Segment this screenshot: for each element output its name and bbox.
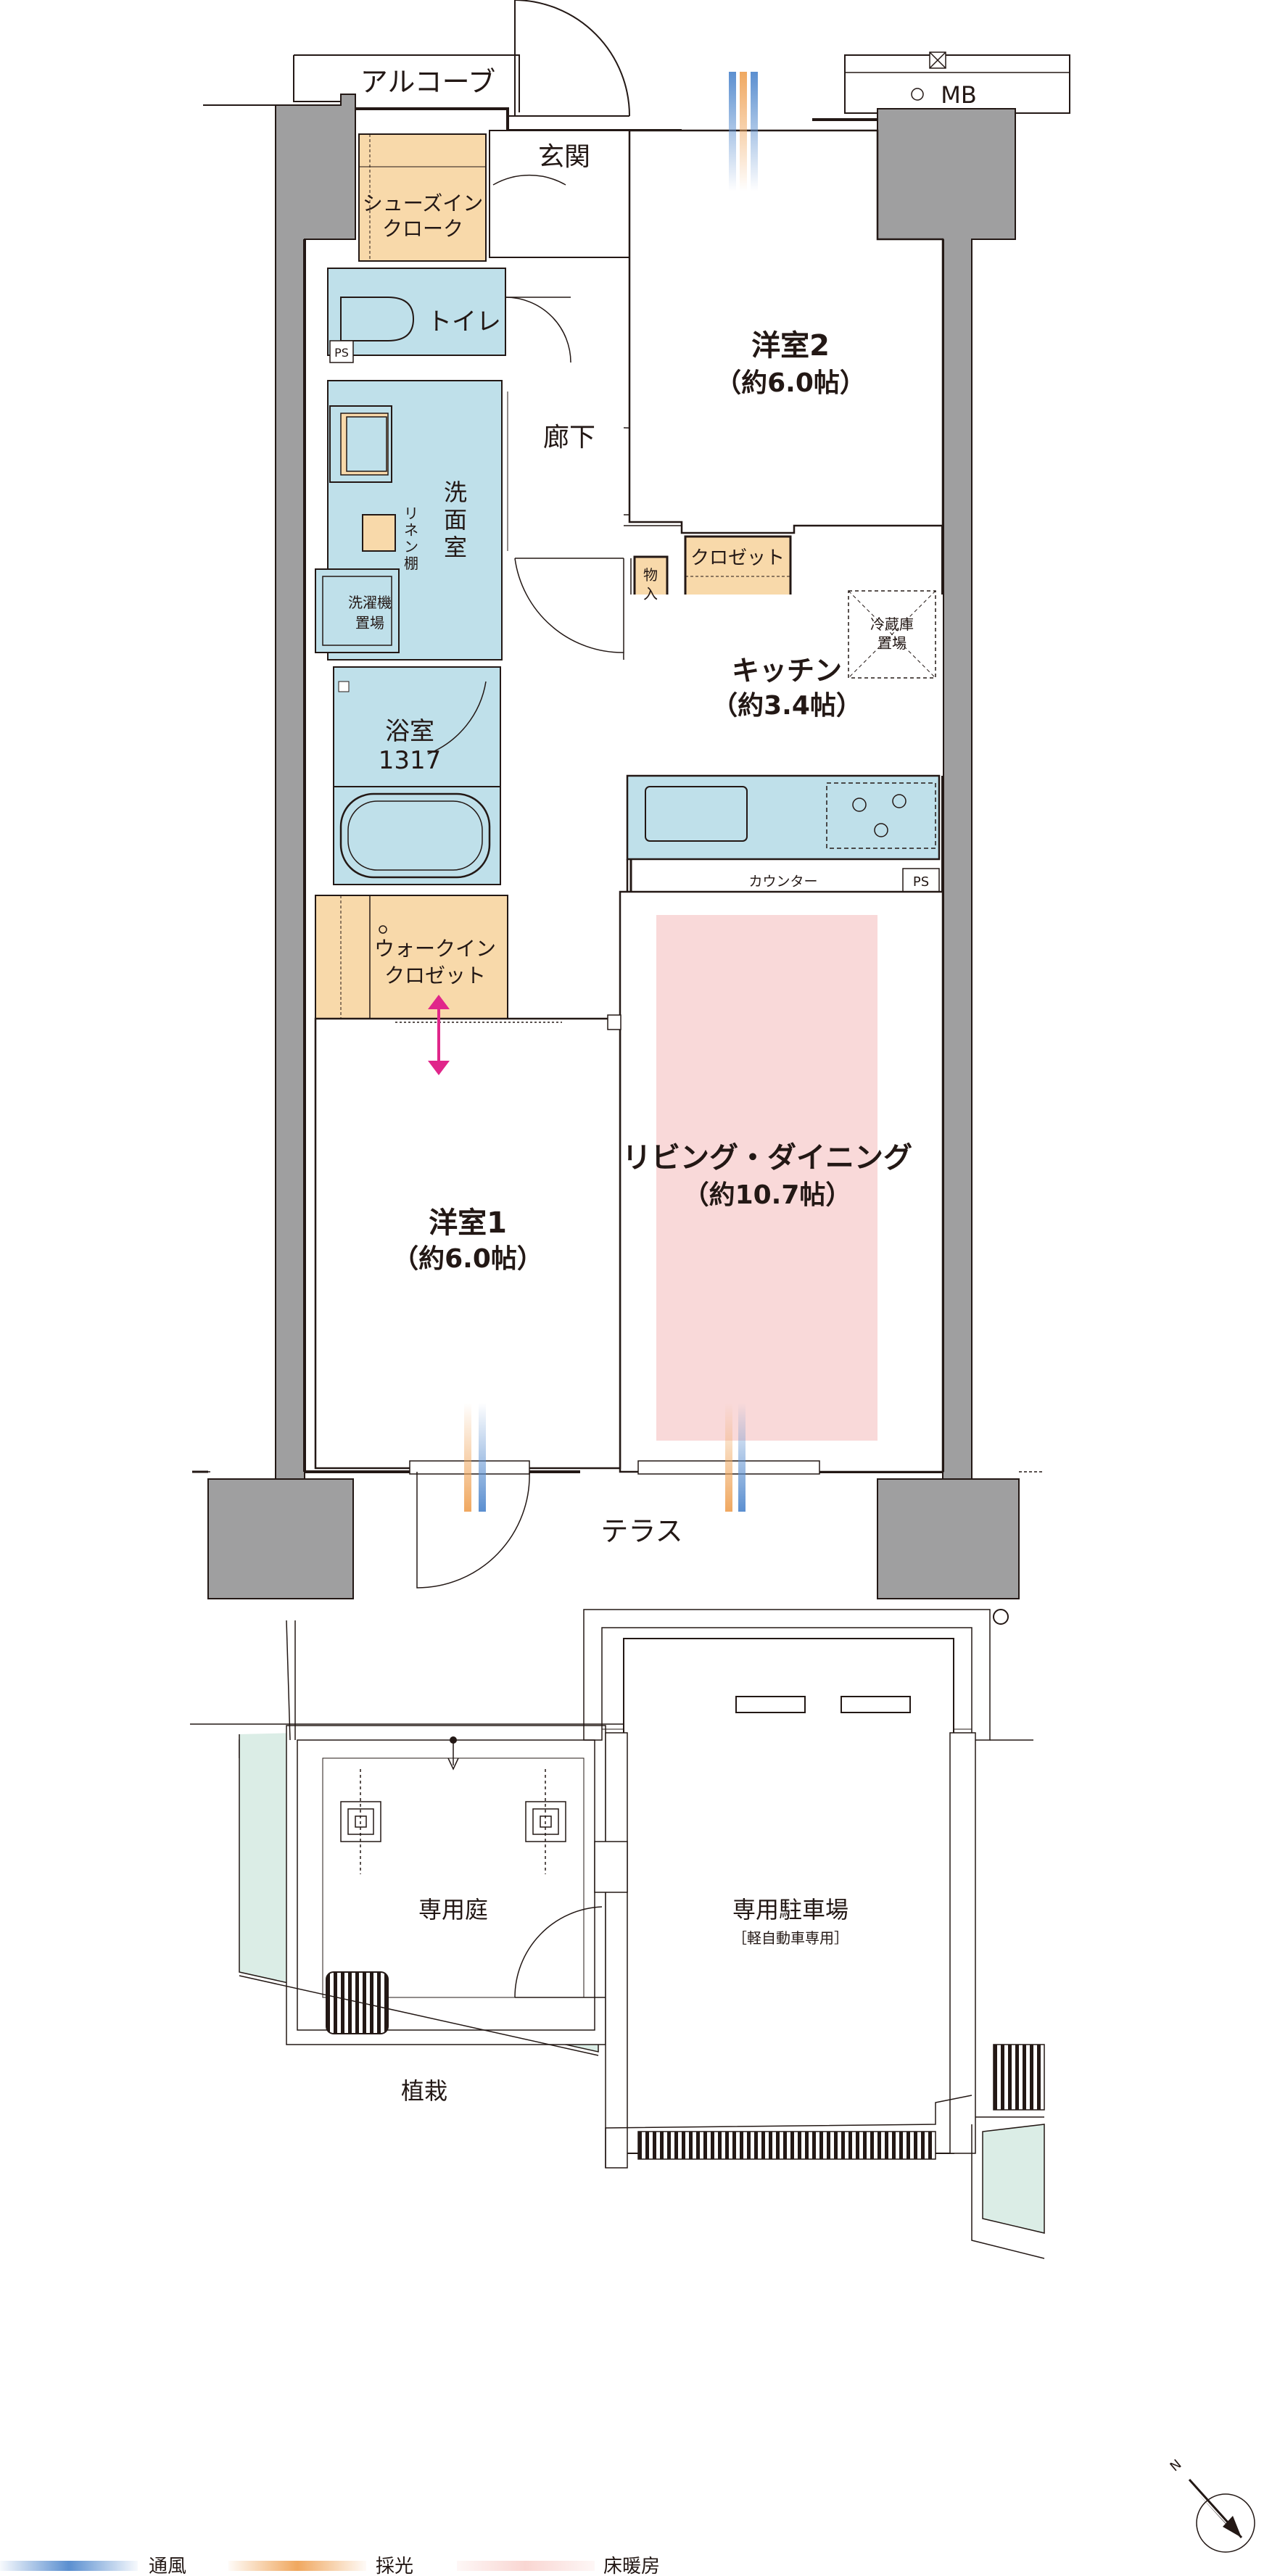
- neighbor-fragments: [971, 2044, 1045, 2259]
- fridge-label-1: 冷蔵庫: [870, 616, 914, 633]
- two-way-access-arrow: [428, 995, 450, 1075]
- private-garden: [190, 1620, 624, 2053]
- living-label-2: （約10.7帖）: [683, 1180, 852, 1210]
- bedroom-2-label-1: 洋室2: [751, 329, 830, 363]
- linen-label-4: 棚: [404, 555, 418, 572]
- hallway-label: 廊下: [543, 423, 595, 452]
- walk-in-closet-label-1: ウォークイン: [374, 937, 496, 961]
- parking-note-label: ［軽自動車専用］: [732, 1929, 848, 1947]
- fridge-label-2: 置場: [877, 634, 906, 652]
- washer-label-1: 洗濯機: [348, 594, 392, 611]
- washer-label-2: 置場: [355, 614, 384, 631]
- legend-swatch-light: [228, 2561, 366, 2571]
- planting-label: 植栽: [401, 2077, 447, 2105]
- storage-label-2: 入: [643, 585, 658, 602]
- floor-heating: [656, 915, 877, 1441]
- mb-label: MB: [941, 81, 977, 109]
- private-garden-label: 専用庭: [418, 1896, 488, 1923]
- parking-label: 専用駐車場: [732, 1896, 848, 1923]
- bedroom-2-label-2: （約6.0帖）: [715, 368, 866, 398]
- counter-label: カウンター: [748, 874, 817, 890]
- genkan-label: 玄関: [538, 142, 590, 172]
- shoes-closet-label-1: シューズイン: [363, 191, 484, 215]
- legend-label-wind: 通風: [149, 2556, 186, 2576]
- compass-north-label: N: [1168, 2456, 1185, 2474]
- shoes-in-closet: [358, 133, 487, 262]
- alcove-label: アルコーブ: [360, 66, 496, 98]
- washroom-label-1: 洗: [444, 479, 467, 506]
- legend-swatch-wind: [0, 2561, 138, 2571]
- legend-label-light: 採光: [376, 2556, 413, 2576]
- compass-icon: [1188, 2478, 1255, 2553]
- washroom-label-3: 室: [444, 534, 467, 561]
- walk-in-closet: [315, 895, 508, 1019]
- ps-upper-label: PS: [334, 346, 349, 360]
- shoes-closet-label-2: クローク: [382, 217, 463, 241]
- structural-walls: [203, 94, 1020, 1599]
- legend: [0, 2561, 595, 2571]
- linen-label-2: ネ: [404, 521, 418, 539]
- bedroom-1-label-2: （約6.0帖）: [392, 1244, 543, 1274]
- toilet-label: トイレ: [427, 307, 501, 336]
- washroom-label-2: 面: [444, 506, 467, 534]
- living-label-1: リビング・ダイニング: [622, 1141, 912, 1175]
- closet-label: クロゼット: [690, 547, 785, 569]
- kitchen-label-2: （約3.4帖）: [711, 691, 862, 721]
- ps-kitchen-label: PS: [913, 874, 929, 890]
- legend-label-heat: 床暖房: [603, 2556, 660, 2576]
- bedroom-1: [314, 1017, 621, 1470]
- storage-label-1: 物: [643, 566, 658, 584]
- bath-label-2: 1317: [379, 746, 442, 775]
- entrance-door: [508, 0, 630, 117]
- linen-label-3: ン: [404, 538, 418, 555]
- private-parking: [583, 1609, 1033, 2169]
- legend-swatch-heat: [457, 2561, 595, 2571]
- terrace-label: テラス: [600, 1515, 682, 1547]
- bedroom-2: [628, 129, 944, 534]
- bath-label-1: 浴室: [385, 717, 434, 746]
- airflow-markers: [464, 72, 758, 1512]
- walk-in-closet-label-2: クロゼット: [384, 964, 486, 987]
- linen-label-1: リ: [404, 505, 418, 522]
- kitchen-label-1: キッチン: [732, 655, 842, 687]
- bedroom-1-label-1: 洋室1: [429, 1206, 507, 1240]
